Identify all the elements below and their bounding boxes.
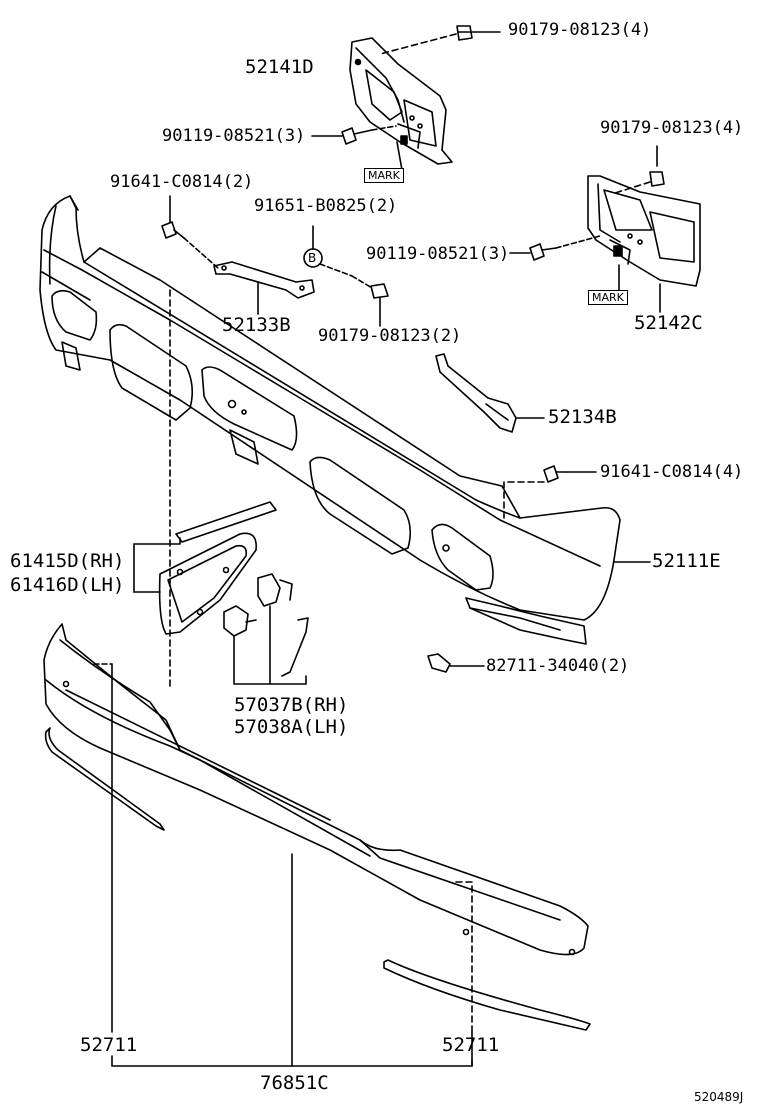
label-52111e: 52111E [652,550,721,572]
nut-90179-top [457,26,472,40]
label-52711-left: 52711 [80,1034,138,1056]
spoiler-76851c [44,624,588,955]
label-91651-b0825: 91651-B0825(2) [254,196,398,216]
label-76851c: 76851C [260,1072,329,1094]
cover-61415d [160,502,276,634]
bracket-52141d [350,38,452,164]
reference-code: 520489J [694,1090,744,1104]
label-57037b-rh: 57037B(RH) [234,694,349,716]
clip-82711 [428,654,450,672]
label-61415d-rh: 61415D(RH) [10,550,125,572]
label-82711-34040: 82711-34040(2) [486,656,630,676]
label-91641-c0814-right: 91641-C0814(4) [600,462,744,482]
bolt-91641-right [544,466,566,482]
label-90179-08123-mid: 90179-08123(2) [318,326,462,346]
garnish-strip [176,502,276,542]
label-52142c: 52142C [634,312,703,334]
label-52141d: 52141D [245,56,314,78]
bolt-91641-left [162,222,184,238]
callout-b: B [308,251,317,265]
nut-90179-right [650,172,664,186]
mark-box-right: MARK [588,290,628,305]
stay-57037b [224,574,308,676]
label-61416d-lh: 61416D(LH) [10,574,125,596]
label-57038a-lh: 57038A(LH) [234,716,349,738]
bumper-52111e [40,196,620,644]
label-90119-08521-right: 90119-08521(3) [366,244,510,264]
molding-52711-right [384,960,590,1030]
bracket-52142c [588,176,700,286]
label-90119-08521-top: 90119-08521(3) [162,126,306,146]
label-90179-08123-right: 90179-08123(4) [600,118,744,138]
nut-90179-mid [371,284,388,298]
stay-52133b [214,262,314,298]
label-90179-08123-top: 90179-08123(4) [508,20,652,40]
label-91641-c0814-left: 91641-C0814(2) [110,172,254,192]
bolt-90119-right [530,244,556,260]
label-52711-right: 52711 [442,1034,500,1056]
molding-52711-left [46,728,164,830]
label-52134b: 52134B [548,406,617,428]
mark-box-top: MARK [364,168,404,183]
stay-52134b [436,354,516,432]
bolt-90119-top [342,128,372,144]
label-52133b: 52133B [222,314,291,336]
